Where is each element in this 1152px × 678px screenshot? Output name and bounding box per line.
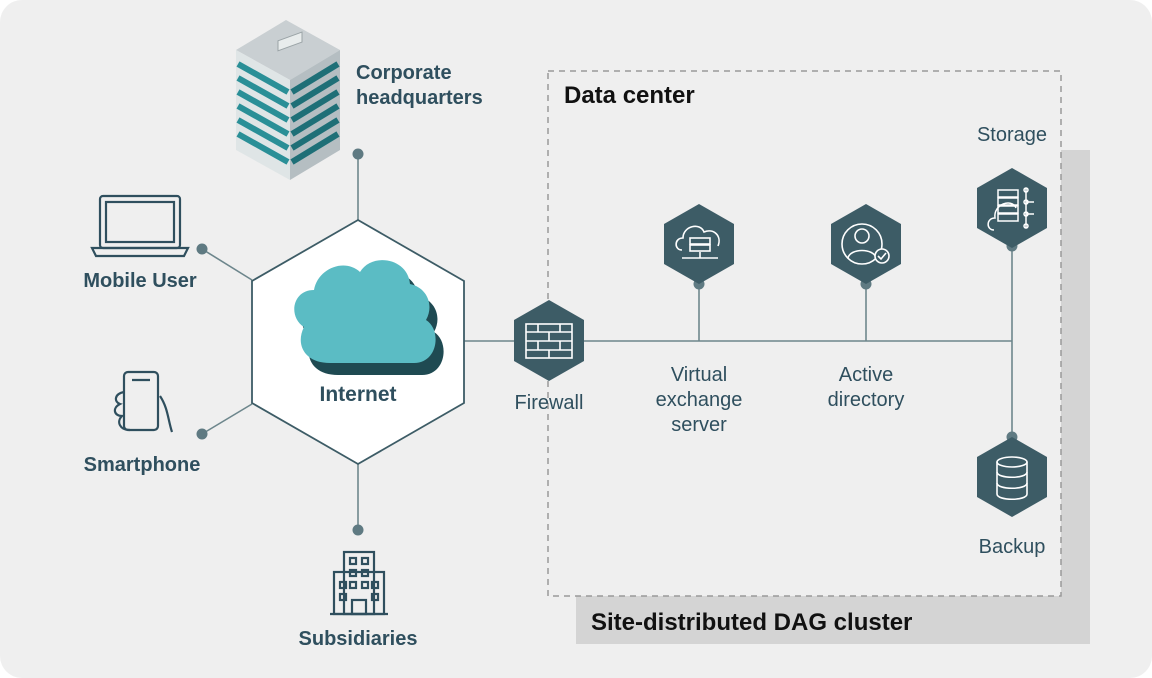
hq-label-line1: Corporate [356, 62, 452, 84]
hq-label-line2: headquarters [356, 87, 483, 109]
data-center-title: Data center [564, 82, 695, 109]
user-check-icon [831, 204, 901, 284]
cloud-icon [294, 260, 444, 375]
server-icon [664, 204, 734, 284]
data-center-box [547, 70, 1062, 597]
subsidiaries-label: Subsidiaries [299, 628, 418, 650]
smartphone-icon [113, 370, 174, 433]
firewall-icon [514, 300, 584, 381]
mobile-user-label: Mobile User [83, 270, 197, 292]
building-icon [330, 550, 388, 616]
dag-cluster-label: Site-distributed DAG cluster [591, 609, 912, 636]
vex-label-line1: Virtual [671, 364, 727, 386]
skyscraper-icon [236, 20, 340, 180]
ad-label-line2: directory [828, 389, 905, 411]
laptop-icon [90, 194, 190, 258]
storage-label: Storage [977, 124, 1047, 146]
backup-label: Backup [979, 536, 1046, 558]
internet-label: Internet [319, 383, 396, 406]
ad-label-line1: Active [839, 364, 893, 386]
vex-label-line3: server [671, 414, 727, 436]
vex-label-line2: exchange [656, 389, 743, 411]
storage-icon [977, 168, 1047, 248]
firewall-label: Firewall [515, 392, 584, 414]
database-icon [977, 437, 1047, 517]
smartphone-label: Smartphone [84, 454, 201, 476]
connection-lines [201, 154, 1013, 530]
